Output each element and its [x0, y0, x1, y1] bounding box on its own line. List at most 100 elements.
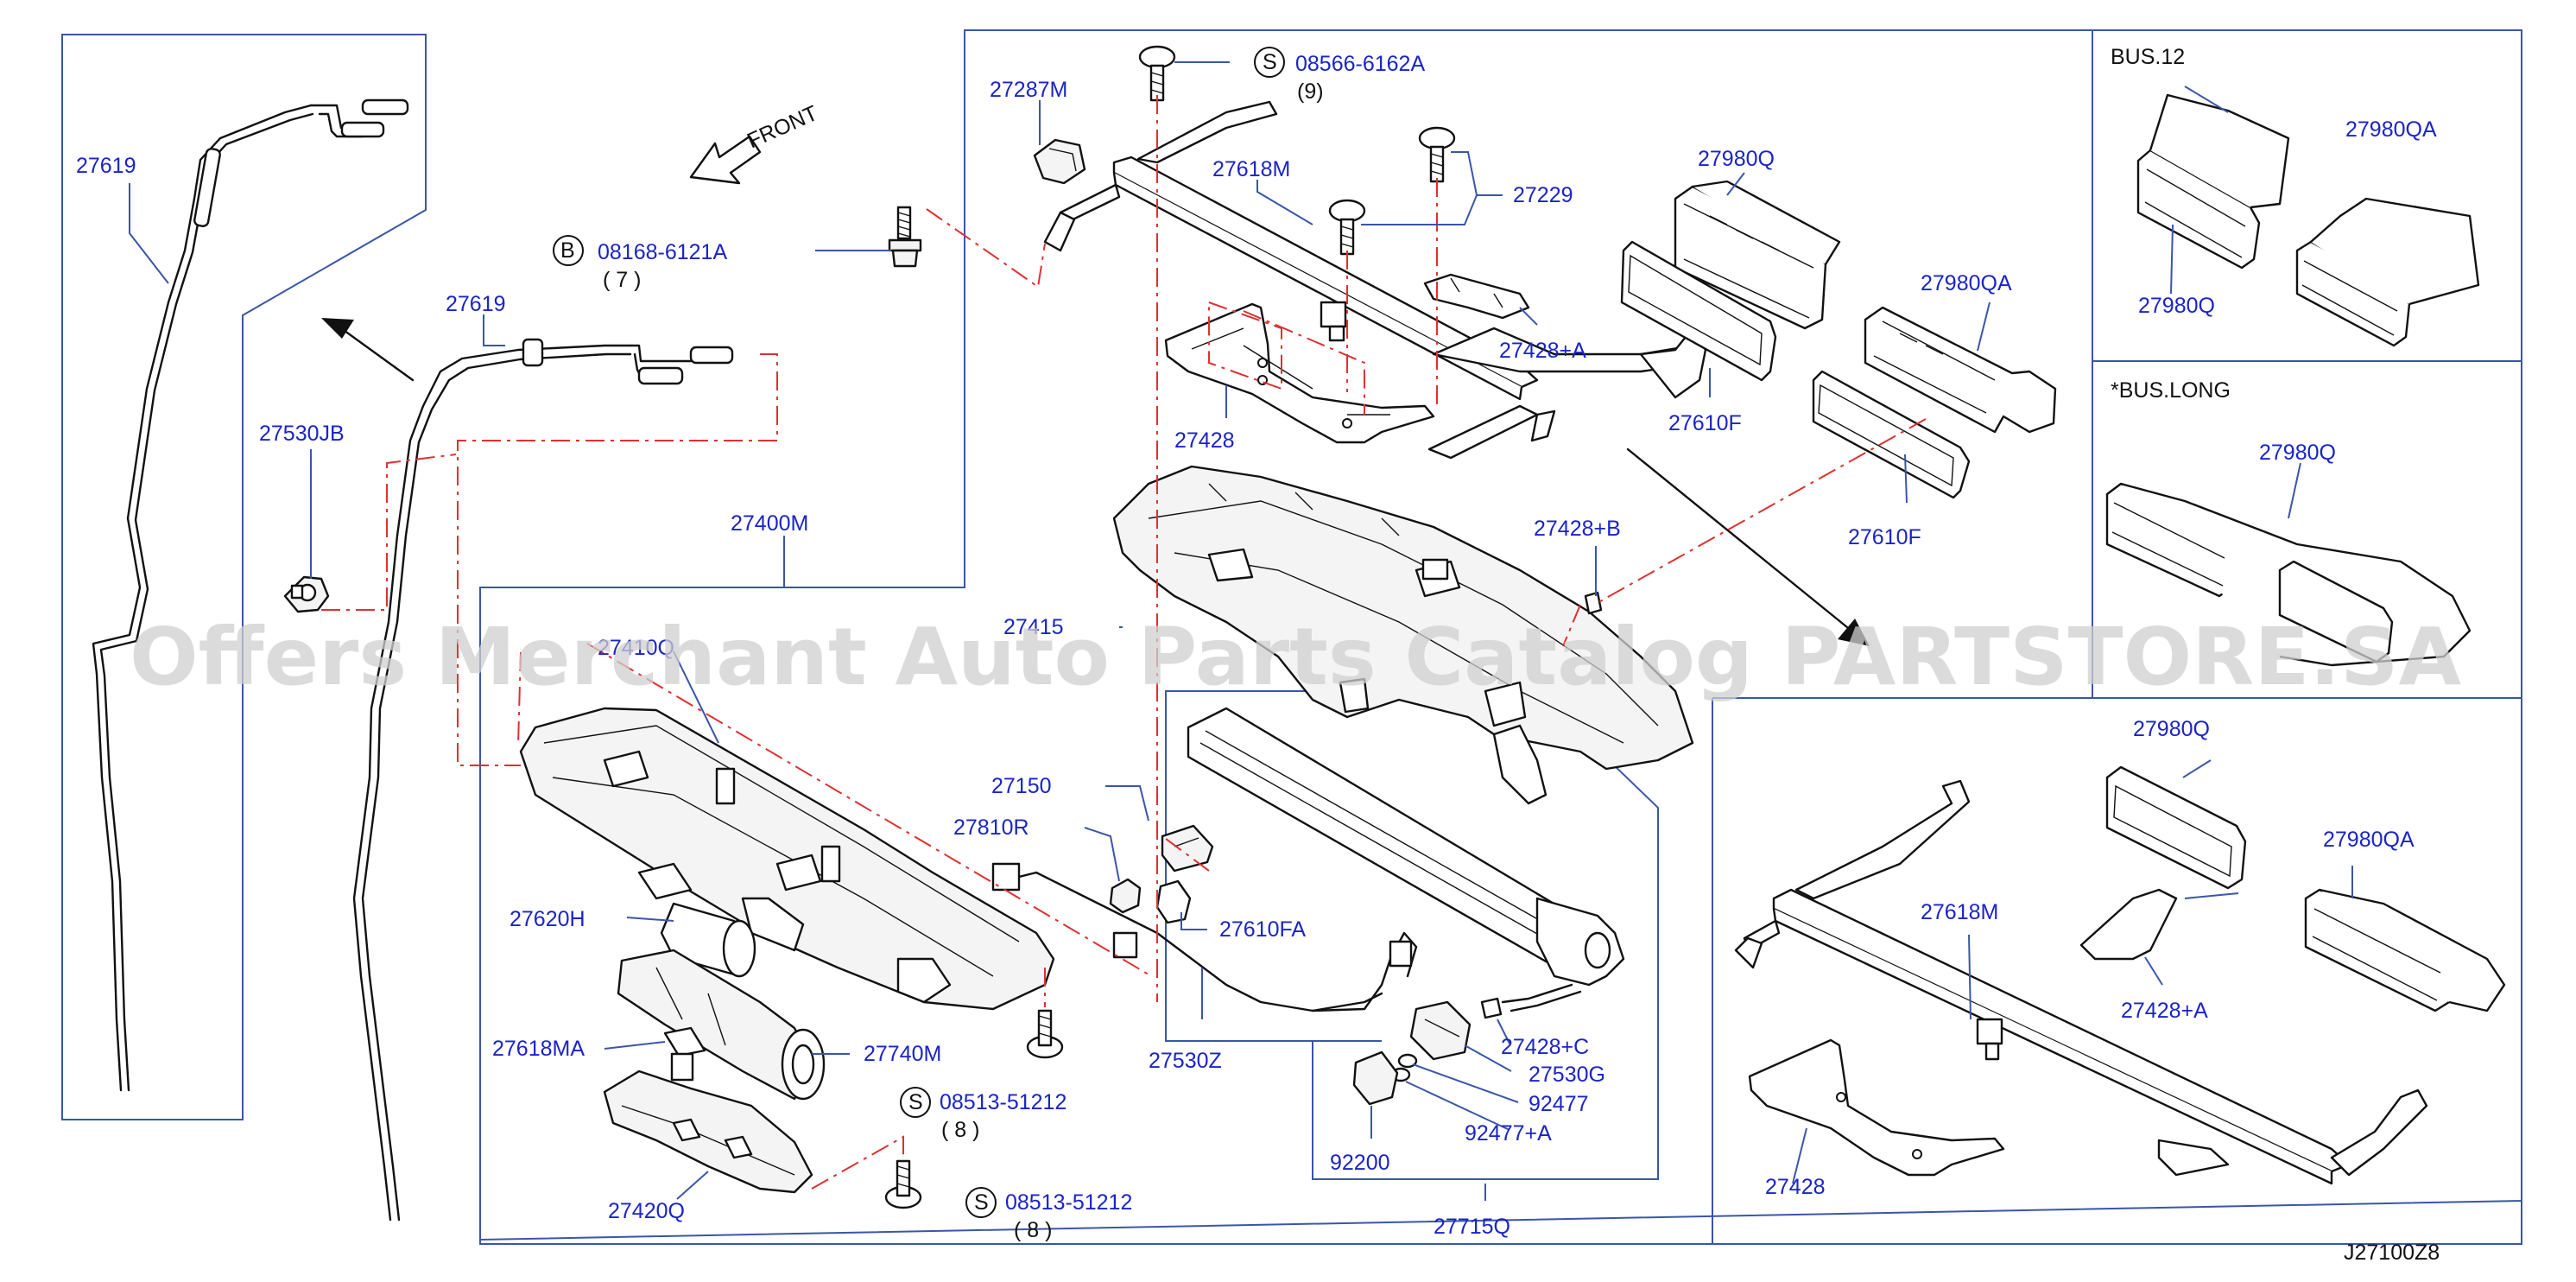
- label-27420Q: 27420Q: [608, 1199, 685, 1223]
- seal-27530G: [1409, 1000, 1472, 1061]
- screw-08566-a: [1138, 45, 1176, 102]
- label-screw-s1-qty: (9): [1297, 79, 1324, 104]
- frame-main-clean: [479, 29, 2522, 1245]
- label-27428B: 27428+B: [1534, 517, 1621, 541]
- label-br-27428A: 27428+A: [2121, 999, 2208, 1023]
- front-label: FRONT: [744, 101, 821, 154]
- label-screw-s3-code: 08513-51212: [1005, 1190, 1132, 1215]
- label-bolt-b-code: 08168-6121A: [598, 240, 727, 264]
- label-27715Q: 27715Q: [1434, 1215, 1510, 1239]
- motor-27740M: [617, 949, 826, 1101]
- label-27428-top: 27428: [1174, 428, 1235, 453]
- label-buslong-27980Q: 27980Q: [2259, 441, 2336, 465]
- assembly-dash-lines: [321, 95, 1927, 1190]
- frame-left-pipe: [61, 34, 427, 1120]
- screw-08513-b: [884, 1159, 922, 1209]
- duct-27980QA-top: [1864, 306, 2057, 434]
- label-27619-mid: 27619: [446, 292, 506, 316]
- br-27980QA: [2304, 888, 2506, 1012]
- br-27980Q: [2105, 765, 2247, 890]
- marker-B: B: [553, 235, 584, 266]
- arrow-to-bottom-right: [1626, 447, 1870, 646]
- clip-27530JB: [283, 575, 330, 613]
- diagram-code: J27100Z8: [2344, 1241, 2440, 1265]
- part-labels: 27619 27619 08168-6121A ( 7 ) 27530JB 27…: [76, 45, 2440, 1265]
- label-br-27428: 27428: [1765, 1175, 1826, 1199]
- marker-B-letter: B: [560, 238, 575, 263]
- filter-27610F-top: [1620, 240, 1777, 382]
- label-27618M-top: 27618M: [1212, 157, 1290, 181]
- marker-S1-letter: S: [1263, 50, 1277, 74]
- screw-08513-a: [1026, 1009, 1064, 1059]
- label-bus12-27980QA: 27980QA: [2345, 117, 2437, 142]
- heater-core-27715Q: [1187, 707, 1625, 1012]
- label-27610FA: 27610FA: [1219, 917, 1306, 942]
- label-27980Q-top: 27980Q: [1698, 147, 1775, 171]
- bracket-27428-top: [1164, 302, 1435, 444]
- marker-S1: S: [1254, 47, 1285, 78]
- label-27620H: 27620H: [510, 907, 585, 931]
- filter-27610F-b: [1812, 370, 1971, 499]
- label-br-27980QA: 27980QA: [2323, 828, 2415, 852]
- marker-S2: S: [900, 1087, 931, 1118]
- bracket-27428C: [1480, 997, 1503, 1019]
- pipe-27619-mid: [352, 338, 734, 1222]
- label-27428C: 27428+C: [1501, 1035, 1589, 1059]
- label-screw-s1-code: 08566-6162A: [1295, 52, 1425, 76]
- label-27980QA-top: 27980QA: [1921, 271, 2012, 295]
- label-92477A: 92477+A: [1465, 1121, 1552, 1146]
- bolt-08168: [888, 206, 922, 268]
- label-bus12-27980Q: 27980Q: [2138, 294, 2215, 318]
- marker-S3-letter: S: [974, 1190, 989, 1215]
- bracket-27428A-top: [1423, 273, 1530, 320]
- leader-lines: [129, 61, 2353, 1201]
- housing-27415: [1112, 465, 1694, 805]
- cover-27420Q: [603, 1069, 813, 1194]
- watermark: Offers Merchant Auto Parts Catalog PARTS…: [130, 611, 2461, 703]
- label-27150: 27150: [991, 774, 1052, 798]
- label-27810R: 27810R: [953, 816, 1029, 840]
- label-br-27980Q: 27980Q: [2133, 717, 2210, 741]
- label-buslong: *BUS.LONG: [2111, 378, 2231, 403]
- harness-27530Z: [991, 862, 1418, 1012]
- front-arrow: FRONT: [689, 101, 821, 185]
- marker-S2-letter: S: [908, 1090, 923, 1114]
- label-27287M: 27287M: [990, 78, 1067, 102]
- part-27150: [1161, 824, 1214, 873]
- label-92200: 92200: [1330, 1151, 1390, 1175]
- label-27618MA: 27618MA: [492, 1037, 585, 1061]
- label-27415: 27415: [1003, 615, 1064, 639]
- label-27400M: 27400M: [731, 511, 808, 536]
- br-27428: [1748, 1038, 2005, 1177]
- pipe-27619-left: [92, 98, 409, 1092]
- label-27428A-top: 27428+A: [1499, 339, 1586, 363]
- label-screw-s2-code: 08513-51212: [940, 1090, 1066, 1114]
- marker-S3: S: [965, 1187, 997, 1218]
- label-27740M: 27740M: [864, 1042, 941, 1066]
- label-27610F-a: 27610F: [1668, 411, 1742, 435]
- valve-92200: [1352, 1050, 1399, 1106]
- label-screw-s2-qty: ( 8 ): [941, 1118, 979, 1142]
- oring-92477: [1397, 1053, 1418, 1069]
- label-27530JB: 27530JB: [259, 422, 345, 446]
- br-27618M: [1734, 779, 2428, 1185]
- sensor-27810R: [1109, 878, 1142, 914]
- bus12-duct-27980QA: [2295, 197, 2480, 347]
- bracket-27618M-top: [1043, 100, 1707, 460]
- label-27410Q: 27410Q: [598, 636, 674, 660]
- label-screw-s3-qty: ( 8 ): [1014, 1218, 1052, 1242]
- bracket-27287M: [1033, 138, 1086, 185]
- label-27610F-b: 27610F: [1848, 525, 1921, 549]
- bus12-duct-27980Q: [2136, 93, 2290, 270]
- label-92477: 92477: [1529, 1092, 1589, 1116]
- part-27610FA: [1155, 879, 1192, 924]
- label-27619-left: 27619: [76, 154, 136, 178]
- bracket-27618MA: [663, 1026, 706, 1082]
- screw-27229-a: [1418, 126, 1456, 183]
- frames: [61, 29, 2522, 1245]
- label-27229: 27229: [1513, 183, 1573, 207]
- screw-27229-b: [1328, 199, 1366, 256]
- label-bolt-b-qty: ( 7 ): [603, 268, 641, 292]
- label-bus12: BUS.12: [2111, 45, 2185, 69]
